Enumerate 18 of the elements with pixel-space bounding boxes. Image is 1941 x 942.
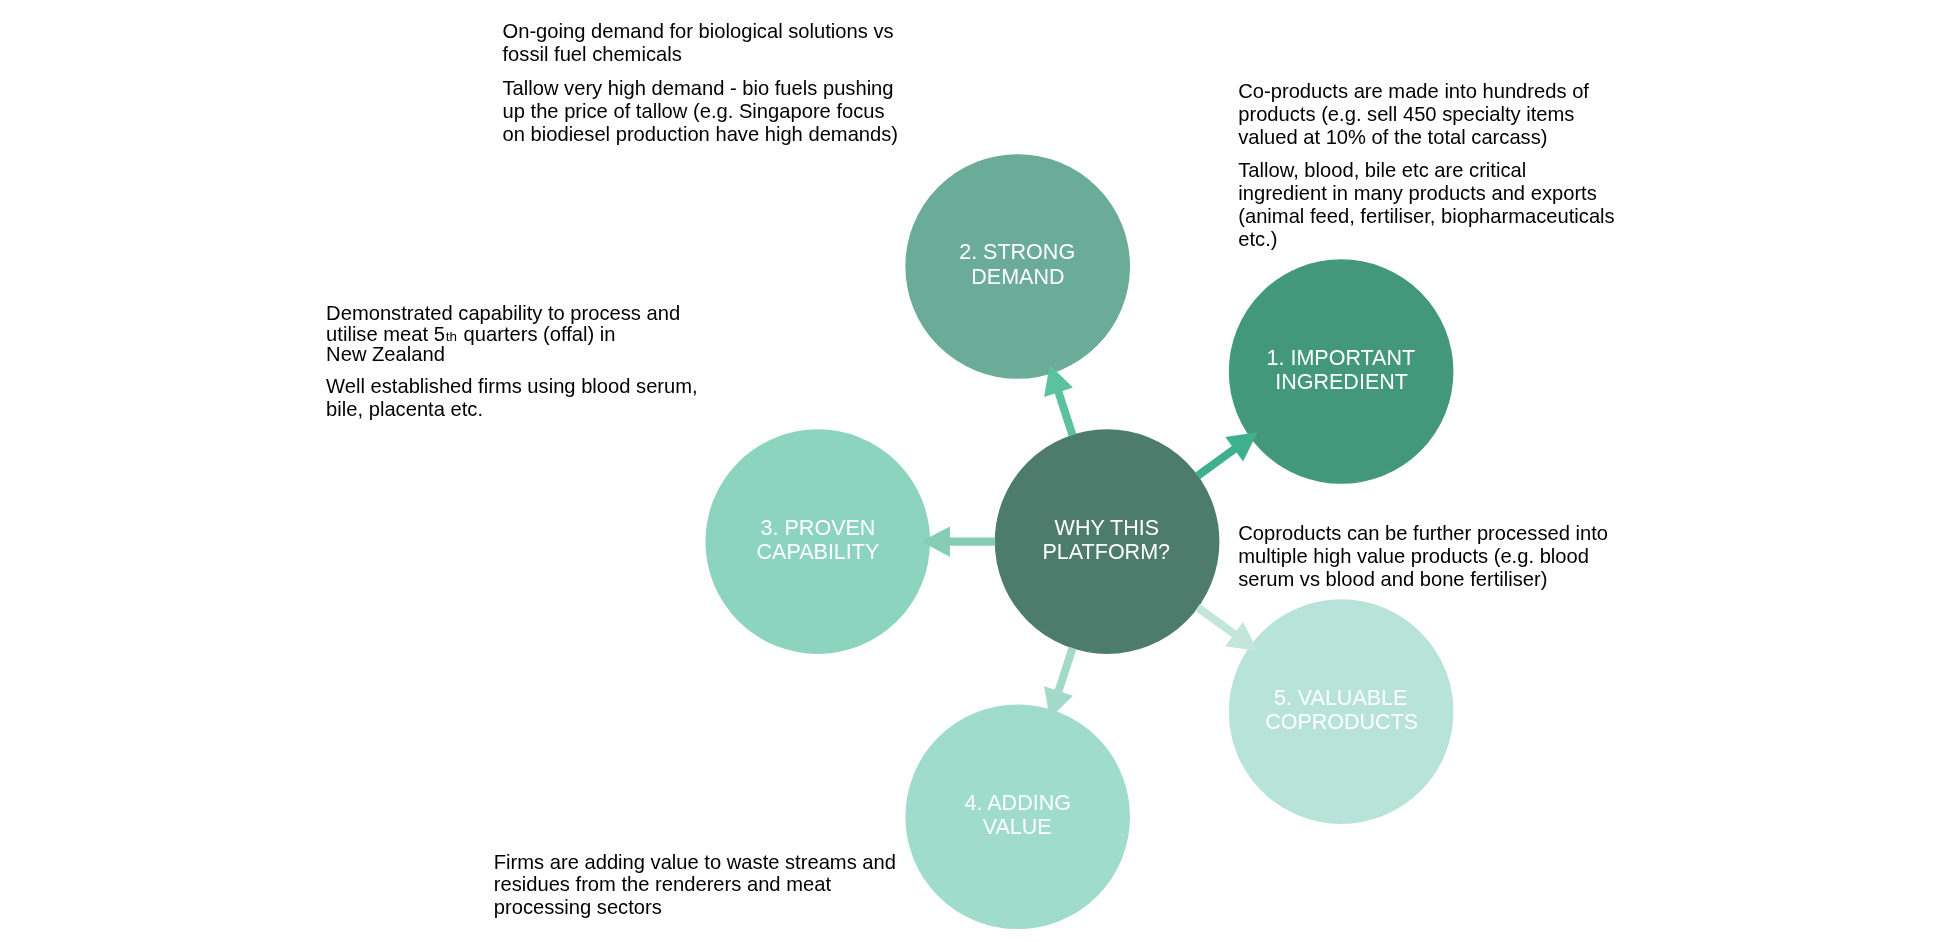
node-label: Tallow, blood, bile etc are critical ingredient in many products and exports (animal feed, fertiliser, biopharmaceuticals etc.)	[1238, 159, 1615, 250]
node-circle: 3. PROVEN CAPABILITY	[705, 429, 931, 654]
node-circle: 4. ADDING VALUE	[905, 704, 1130, 930]
node-label: Coproducts can be further processed into multiple high value products (e.g. blood serum vs blood and bone fertiliser)	[1238, 522, 1608, 590]
node-label: Demonstrated capability to process and utilise meat 5th quarters (offal) in New Zealand	[326, 302, 681, 365]
node-circle: WHY THIS PLATFORM?	[994, 429, 1220, 654]
arrow	[1195, 432, 1258, 480]
node-label: Tallow very high demand - bio fuels pushing up the price of tallow (e.g. Singapore focus on biodiesel production have high demands)	[502, 76, 899, 145]
arrow	[921, 526, 996, 557]
node-circle: 2. STRONG DEMAND	[905, 154, 1130, 379]
node-label: Firms are adding value to waste streams and residues from the renderers and meat processing sectors	[493, 850, 896, 919]
node-label: On-going demand for biological solutions vs fossil fuel chemicals	[502, 20, 894, 66]
node-label: Co-products are made into hundreds of products (e.g. sell 450 specialty items valued at 10% of the total carcass)	[1238, 79, 1589, 148]
node-circle: 5. VALUABLE COPRODUCTS	[1228, 599, 1454, 824]
node-circle: 1. IMPORTANT INGREDIENT	[1228, 259, 1454, 484]
node-label: Well established firms using blood serum, bile, placenta etc.	[326, 374, 698, 420]
arrow	[1044, 364, 1077, 437]
arrow	[1195, 604, 1258, 651]
